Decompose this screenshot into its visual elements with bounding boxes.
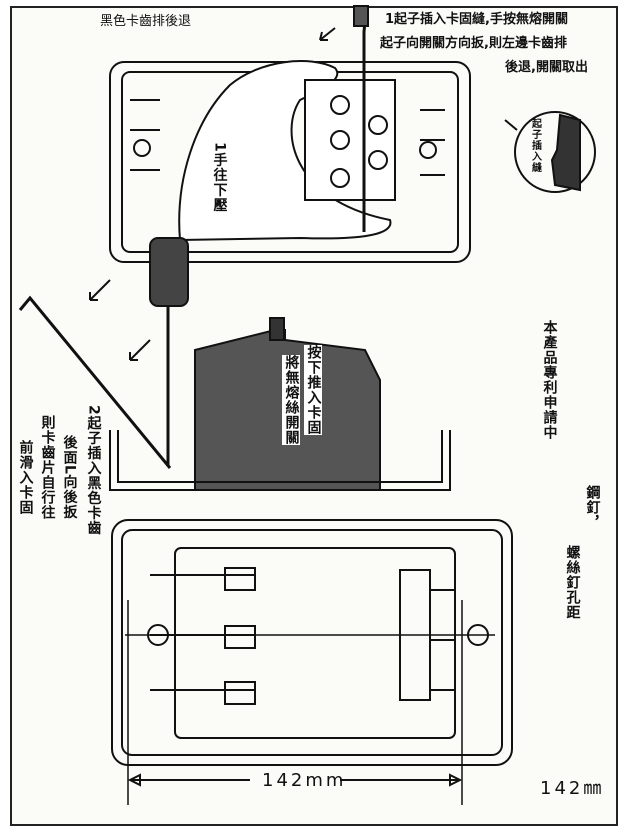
hand-press-label: 1手往下壓 [211, 142, 228, 213]
push-col1: 按下推入卡固 [304, 345, 322, 435]
step2-col2: 後面L向後扳 [61, 435, 78, 520]
step1-line3: 後退,開關取出 [505, 60, 588, 75]
dimension-label: 142mm [262, 770, 347, 791]
nail-col1: 鋼釘， [584, 485, 601, 530]
bottom-plate-drawing [111, 519, 513, 805]
push-col2: 將無熔絲開關 [282, 355, 300, 445]
step2-col3: 則卡齒片自行往 [39, 415, 56, 520]
top-plate-drawing [109, 5, 471, 263]
dimension-right-label: 142㎜ [540, 778, 605, 799]
patent-label: 本產品專利申請中 [541, 320, 558, 440]
black-teeth-label: 黑色卡齒排後退 [100, 14, 192, 29]
inset-label: 起子插入縫 [529, 118, 541, 173]
inset-circle [514, 111, 596, 193]
step1-line1: 1起子插入卡固縫,手按無熔開關 [385, 12, 568, 27]
nail-col2: 螺絲釘孔距 [564, 545, 581, 620]
step2-col4: 前滑入卡固 [17, 440, 34, 515]
step2-col1: 2起子插入黑色卡齒 [85, 405, 102, 536]
step1-line2: 起子向開關方向扳,則左邊卡齒排 [380, 36, 567, 51]
